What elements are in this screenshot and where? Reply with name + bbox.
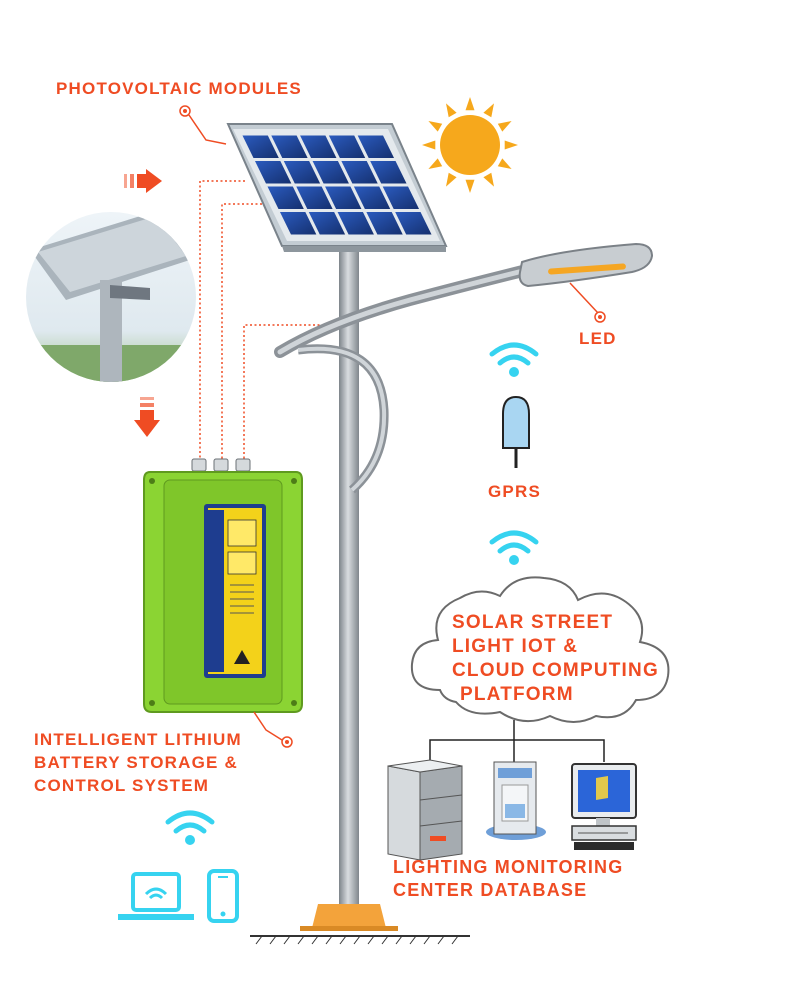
phone-icon <box>207 869 239 923</box>
light-pole <box>250 246 470 945</box>
panel-cells <box>242 135 432 235</box>
cloud-platform <box>410 576 670 723</box>
sun-icon <box>422 97 518 193</box>
wifi-icon <box>492 345 536 377</box>
sun-ray <box>428 121 443 132</box>
arrow-right-icon <box>124 169 162 193</box>
sun-ray <box>465 179 475 193</box>
panel-cell <box>242 135 279 158</box>
panel-cell <box>325 186 362 209</box>
battery-pointer <box>253 711 293 748</box>
panel-cell <box>366 212 403 235</box>
panel-cell <box>300 135 337 158</box>
panel-cell <box>279 212 317 235</box>
panel-cell <box>312 161 349 184</box>
battery-controller <box>143 458 303 713</box>
sun-ray <box>483 103 494 118</box>
sun-ray <box>497 158 512 169</box>
cloud-platform-line: CLOUD COMPUTING <box>452 660 659 681</box>
panel-cell <box>341 161 378 184</box>
workstation-icon <box>486 761 546 840</box>
laptop-icon <box>118 872 194 920</box>
lamp-arm <box>274 262 541 494</box>
monitoring-center-line: LIGHTING MONITORING <box>393 857 624 877</box>
sun-ray <box>446 172 457 187</box>
monitor-icon <box>571 763 637 850</box>
server-icon <box>387 759 463 861</box>
led-lamp-head <box>518 242 654 288</box>
battery-system-line: BATTERY STORAGE & <box>34 753 238 772</box>
photovoltaic-panel <box>226 123 448 252</box>
panel-battery-connectors <box>199 180 342 462</box>
sun-ray <box>504 140 518 150</box>
panel-closeup-photo <box>26 212 196 382</box>
led-label: LED <box>579 329 617 348</box>
network-tree <box>429 720 605 762</box>
led-pointer <box>569 282 606 323</box>
gprs-module-icon <box>502 395 530 468</box>
panel-cell <box>283 161 321 184</box>
wifi-icon <box>492 533 536 565</box>
panel-cell <box>337 212 374 235</box>
battery-system-line: INTELLIGENT LITHIUM <box>34 730 242 749</box>
arrow-down-icon <box>134 397 160 437</box>
panel-cell <box>353 186 391 209</box>
battery-system-label: INTELLIGENT LITHIUM BATTERY STORAGE & CO… <box>34 728 242 797</box>
panel-cell <box>382 186 420 209</box>
panel-cell <box>308 212 346 235</box>
sun-ray <box>422 140 436 150</box>
panel-cell <box>328 135 366 158</box>
sun-ray <box>465 97 475 111</box>
sun-ray <box>497 121 512 132</box>
cloud-platform-line: PLATFORM <box>460 684 574 705</box>
sun-ray <box>446 103 457 118</box>
monitoring-center-line: CENTER DATABASE <box>393 880 588 900</box>
panel-cell <box>267 186 304 209</box>
cloud-platform-line: LIGHT IOT & <box>452 636 579 657</box>
sun-ray <box>428 158 443 169</box>
photovoltaic-modules-label: PHOTOVOLTAIC MODULES <box>56 79 302 98</box>
battery-system-line: CONTROL SYSTEM <box>34 776 210 795</box>
panel-cell <box>395 212 432 235</box>
panel-cell <box>271 135 308 158</box>
sun-ray <box>483 172 494 187</box>
monitoring-center-label: LIGHTING MONITORING CENTER DATABASE <box>393 856 623 902</box>
cloud-platform-label: SOLAR STREET LIGHT IOT & CLOUD COMPUTING… <box>452 611 659 707</box>
pv-pointer <box>179 105 227 145</box>
panel-cell <box>370 161 407 184</box>
gprs-label: GPRS <box>488 482 541 501</box>
cloud-platform-line: SOLAR STREET <box>452 612 614 633</box>
panel-cell <box>357 135 395 158</box>
panel-cell <box>296 186 333 209</box>
panel-cell <box>254 161 292 184</box>
wifi-icon <box>168 813 212 845</box>
